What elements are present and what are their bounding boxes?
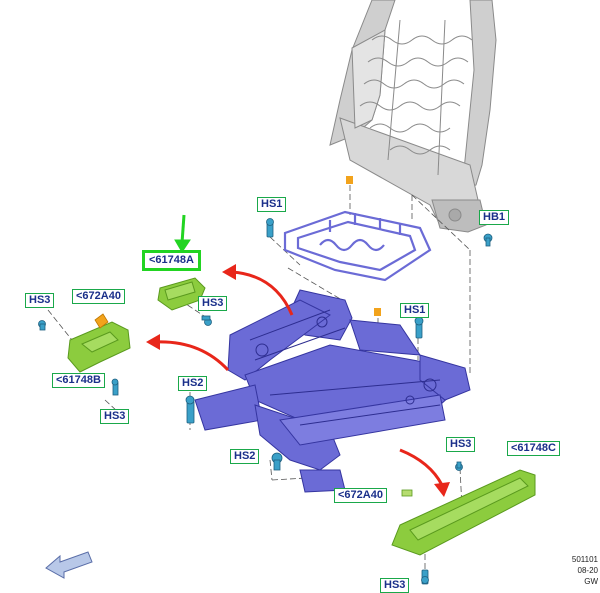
label-61748c: <61748C — [507, 441, 560, 456]
label-hs3-right: HS3 — [446, 437, 476, 452]
seat-track-details — [249, 309, 441, 426]
seatback-springs — [359, 19, 473, 176]
arrowheads — [146, 264, 450, 497]
label-hs3-left: HS3 — [25, 293, 55, 308]
label-hb1: HB1 — [479, 210, 510, 225]
label-hs3-left-lower: HS3 — [100, 409, 130, 424]
seat-track-frame — [194, 289, 471, 493]
cushion-wire-frame — [283, 210, 432, 282]
label-hs3-bottom: HS3 — [380, 578, 410, 593]
reference-code: 501101 08-20 GW — [560, 554, 598, 587]
label-61748b: <61748B — [52, 373, 105, 388]
label-hs2-bottom: HS2 — [230, 449, 260, 464]
bracket-61748a — [157, 277, 206, 311]
bracket-61748b — [67, 321, 131, 373]
label-672a40-bottom: <672A40 — [334, 488, 387, 503]
clip-672a40 — [94, 176, 413, 497]
seatback-frame — [329, 0, 497, 233]
reference-number: 501101 — [571, 555, 598, 564]
removal-arrows — [154, 270, 444, 486]
reference-date: 08-20 — [577, 566, 598, 575]
view-direction-arrow — [45, 551, 93, 579]
label-61748a: <61748A — [142, 250, 201, 271]
label-hs1-top: HS1 — [257, 197, 287, 212]
highlight-arrow — [174, 214, 191, 253]
label-hs2-left: HS2 — [178, 376, 208, 391]
reference-author: GW — [584, 577, 598, 586]
fasteners — [38, 218, 493, 585]
label-672a40-left: <672A40 — [72, 289, 125, 304]
trim-61748c — [391, 469, 536, 556]
label-hs3-upper: HS3 — [198, 296, 228, 311]
label-hs1-mid: HS1 — [400, 303, 430, 318]
